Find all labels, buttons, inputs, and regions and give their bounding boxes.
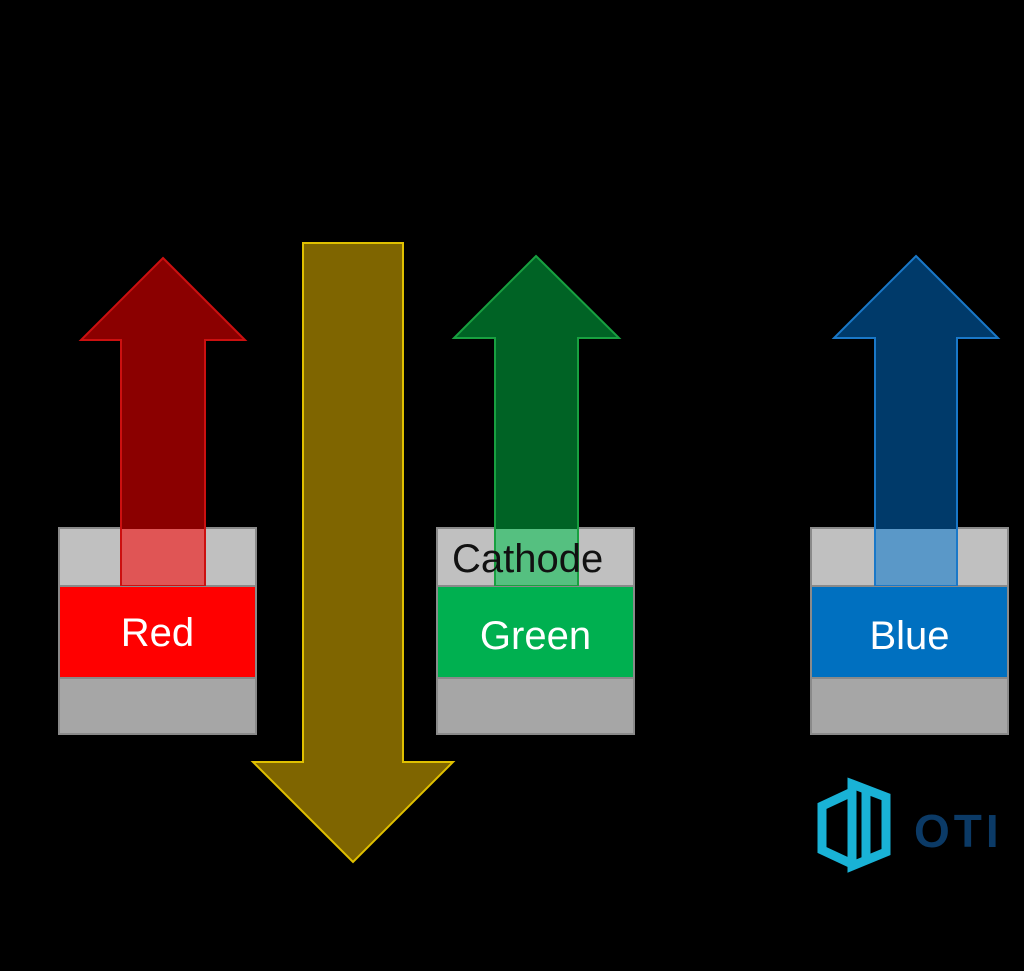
- cathode-label: Cathode: [452, 537, 604, 581]
- blue-emission-arrow: [831, 254, 1001, 586]
- blue-emissive-layer: [810, 585, 1009, 679]
- red-substrate-layer: [58, 677, 257, 735]
- red-layer-label: Red: [120, 611, 195, 655]
- green-arrow-overlap: [496, 529, 577, 585]
- incoming-light-arrow: [250, 242, 456, 864]
- oti-logo-icon: [817, 777, 891, 873]
- green-substrate-layer: [436, 677, 635, 735]
- green-emission-arrow: [451, 254, 622, 586]
- red-emission-arrow: [78, 256, 248, 586]
- green-layer-label: Green: [479, 614, 592, 658]
- green-pixel-stack: [436, 527, 635, 735]
- red-emissive-layer: [58, 585, 257, 679]
- blue-layer-label: Blue: [869, 614, 950, 658]
- red-arrow-overlap: [122, 529, 204, 585]
- blue-pixel-stack: [810, 527, 1009, 735]
- blue-arrow-overlap: [876, 529, 956, 585]
- blue-substrate-layer: [810, 677, 1009, 735]
- red-pixel-stack: [58, 527, 257, 735]
- oti-logo-text: OTI: [914, 805, 1003, 857]
